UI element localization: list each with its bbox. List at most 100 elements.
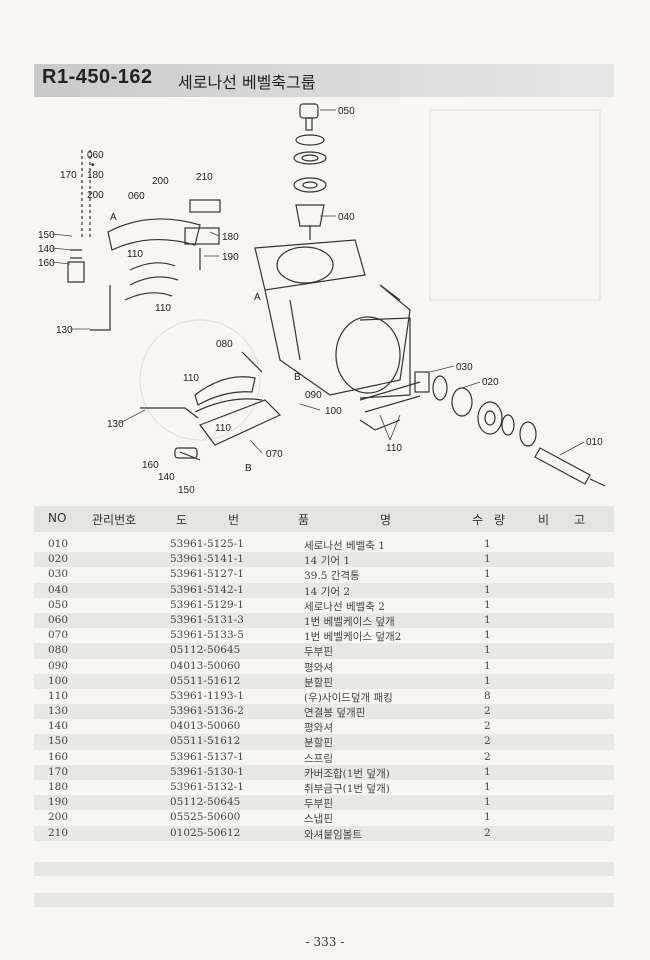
callout-150-lower: 150 [178,485,195,496]
cell-qty: 1 [484,659,491,672]
cell-no: 190 [48,796,69,809]
callout-b-case: B [294,372,301,383]
callout-200-bracket: 200 [87,190,104,201]
callout-010: 010 [586,437,603,448]
col-header-item-1: 품 [298,513,310,527]
cell-name: 평와셔 [304,661,333,674]
cell-no: 090 [48,659,69,672]
cell-part: 05112-50645 [170,644,241,657]
cell-qty: 1 [484,613,491,626]
callout-a-case: A [254,292,261,303]
callout-110-mid: 110 [155,303,171,314]
cell-part: 53961-5133-5 [170,629,244,642]
cell-no: 100 [48,674,69,687]
cell-part: 53961-5131-3 [170,613,244,626]
cell-qty: 2 [484,735,491,748]
col-header-drawing-1: 도 [176,513,188,527]
cell-name: 연결봉 덮개핀 [304,707,366,720]
col-header-note-2: 고 [574,513,586,527]
page-number: - 333 - [305,935,345,949]
callout-070: 070 [266,449,283,460]
cell-qty: 2 [484,750,491,763]
callout-090: 090 [305,390,322,401]
callout-050: 050 [338,106,355,117]
background-shadow [139,109,601,441]
cell-part: 05511-51612 [170,735,241,748]
cell-no: 010 [48,538,69,550]
cell-qty: 1 [484,811,491,824]
col-header-item-2: 명 [380,513,392,527]
callout-020: 020 [482,377,499,388]
col-header-qty-1: 수 [472,513,484,527]
col-header-mgmt: 관리번호 [92,513,137,527]
callout-040: 040 [338,212,355,223]
group-title: 세로나선 베벨축그룹 [178,73,316,92]
cell-no: 050 [48,598,69,611]
callout-130-top: 130 [56,325,73,336]
cell-no: 020 [48,553,69,566]
cell-name: 두부핀 [304,646,333,659]
callout-210: 210 [196,172,213,183]
callout-170: 170 [60,170,77,181]
cell-qty: 1 [484,538,491,550]
cell-name: 분할핀 [304,676,333,689]
col-header-drawing-2: 번 [228,513,240,527]
exploded-parts-diagram: 050 040 060 170 180 • 200 200 210 060 15… [38,103,606,496]
cell-name: 분할핀 [304,737,333,750]
callout-060-top: 060 [87,150,104,161]
cell-qty: 2 [484,720,491,733]
callout-030: 030 [456,362,473,373]
callout-110-right: 110 [386,443,402,454]
cell-no: 180 [48,781,69,793]
cell-qty: 1 [484,781,491,793]
cell-part: 53961-5137-1 [170,750,244,763]
cell-qty: 1 [484,674,491,687]
callout-150: 150 [38,230,55,241]
shaft-stack-top [293,103,327,240]
table-row: 100 05511-51612 분할핀 1 [34,673,614,689]
cell-qty: 1 [484,598,491,611]
callout-080: 080 [216,339,233,350]
callout-130-lower: 130 [107,419,124,430]
cell-part: 53961-5129-1 [170,598,244,611]
callout-b-lower: B [245,463,252,474]
col-header-no: NO [48,511,67,525]
cell-qty: 1 [484,553,491,566]
cell-no: 080 [48,644,69,657]
cell-name: 평와셔 [304,722,333,735]
group-code: R1-450-162 [42,66,153,88]
cell-name: 14 기어 1 [304,555,351,568]
cell-name: 스프링 [304,752,333,765]
callout-160-lower: 160 [142,460,159,471]
callout-140-lower: 140 [158,472,175,483]
cell-part: 05511-51612 [170,674,241,687]
cell-part: 53961-5136-2 [170,705,244,718]
cell-qty: 8 [484,689,491,702]
cell-name: 1번 베벨케이스 덮개2 [304,631,402,644]
cell-no: 200 [48,811,69,824]
cell-name: 취부금구(1번 덮개) [304,783,390,795]
cell-no: 210 [48,826,69,839]
col-header-qty-2: 량 [494,513,506,527]
cell-no: 140 [48,720,69,733]
empty-row-band [34,862,614,876]
cover-group-lower-left [140,351,421,461]
cell-part: 53961-5127-1 [170,568,244,581]
cell-qty: 1 [484,644,491,657]
cell-qty: 1 [484,765,491,778]
cell-no: 070 [48,629,69,642]
cell-name: 세로나선 베벨축 2 [304,600,385,613]
